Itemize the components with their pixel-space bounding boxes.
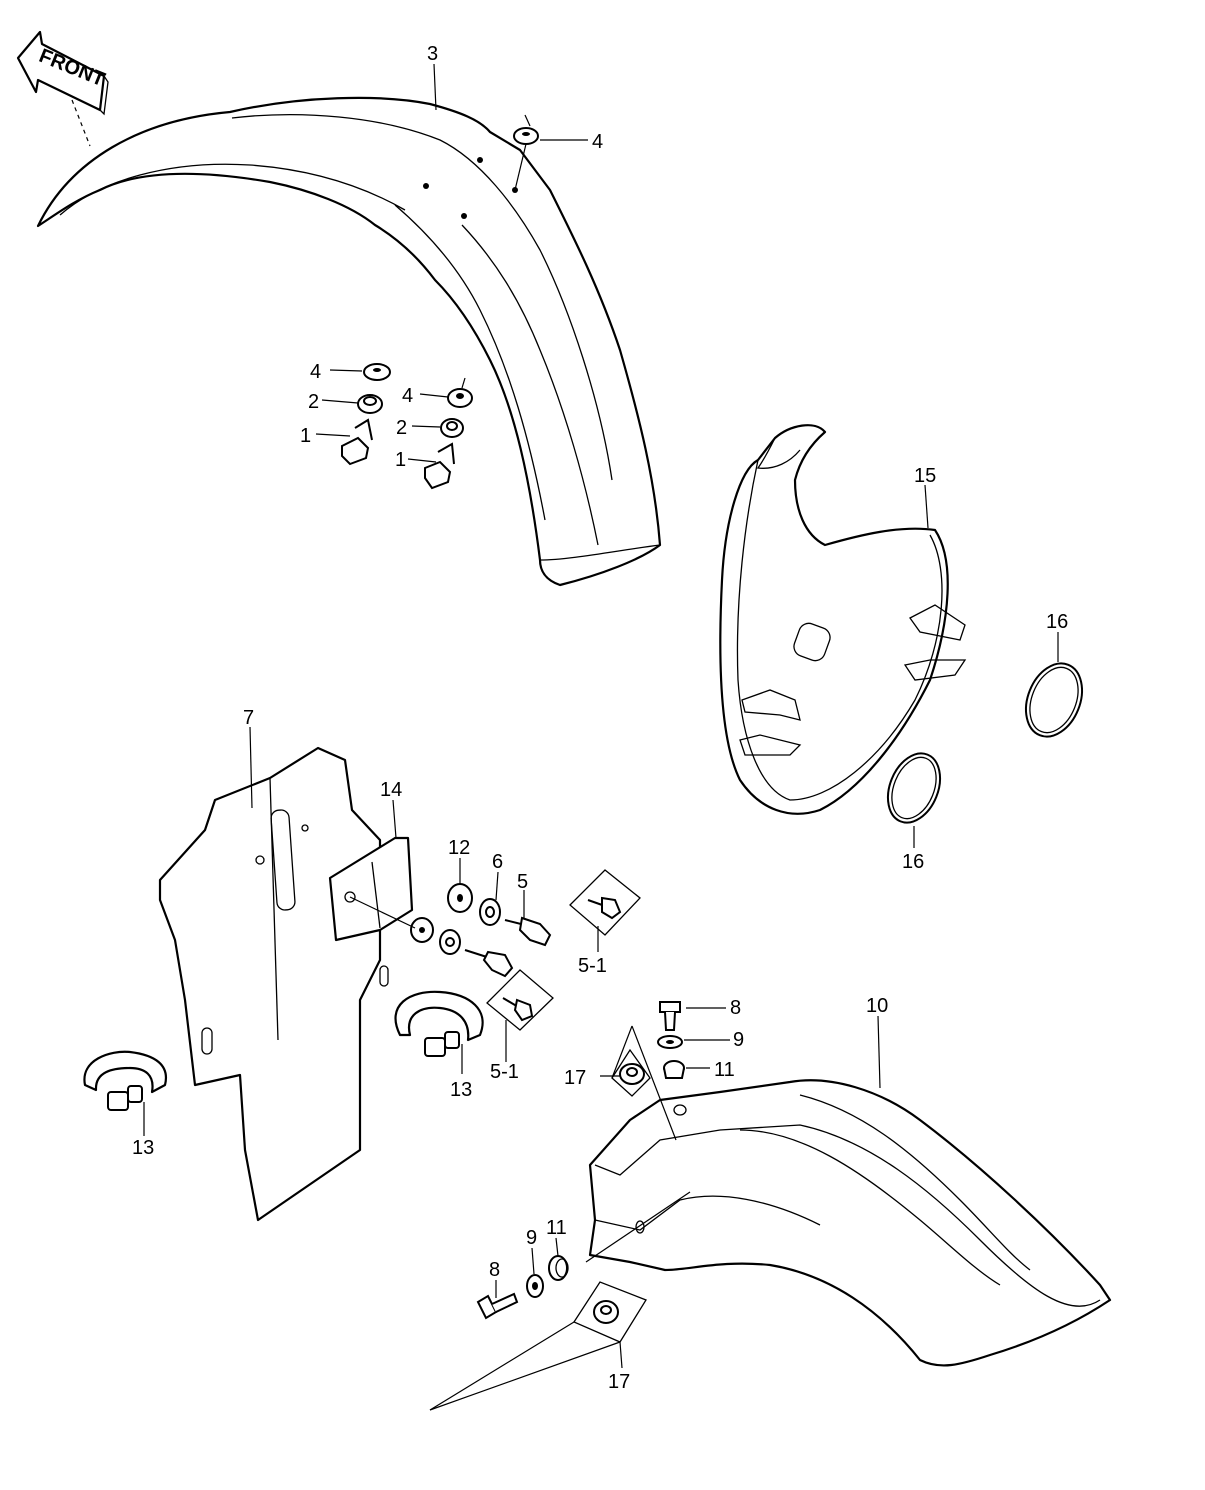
- clamp-lower: [83, 1050, 168, 1111]
- collar-11-lower: [548, 1255, 569, 1281]
- bolt-1-right: [424, 442, 455, 490]
- callout-5: 5: [517, 871, 528, 893]
- callout-9-lower: 9: [526, 1227, 537, 1249]
- washer-6: [479, 898, 501, 926]
- rear-fender: [588, 1079, 1112, 1367]
- nut-17-upper: [611, 1048, 651, 1097]
- ring-lower: [886, 752, 942, 824]
- bolt-5-1-lower: [486, 969, 554, 1031]
- callout-13-lower: 13: [132, 1137, 154, 1159]
- bolt-5-lower: [464, 949, 514, 978]
- bolt-8-lower: [476, 1292, 519, 1320]
- grommet-2-left: [357, 394, 383, 414]
- callout-13-upper: 13: [450, 1079, 472, 1101]
- ring-upper: [1025, 662, 1083, 738]
- callout-5-1-upper: 5-1: [578, 955, 607, 977]
- washer-6-lower: [439, 929, 461, 955]
- grommet-2-right: [440, 418, 464, 438]
- washer-4-right: [447, 388, 473, 408]
- washer-9-lower: [526, 1274, 544, 1298]
- washer-9-upper: [657, 1035, 683, 1049]
- callout-11-lower: 11: [546, 1217, 567, 1239]
- callout-7: 7: [243, 707, 254, 729]
- bolt-5-1-upper: [569, 869, 641, 936]
- callout-8-upper: 8: [730, 997, 741, 1019]
- callout-4-right: 4: [402, 385, 413, 407]
- bolt-5: [504, 916, 552, 947]
- callout-10: 10: [866, 995, 888, 1017]
- callout-14: 14: [380, 779, 402, 801]
- callout-5-1-lower: 5-1: [490, 1061, 519, 1083]
- callout-12: 12: [448, 837, 470, 859]
- callout-2-left: 2: [308, 391, 319, 413]
- callout-16-upper: 16: [1046, 611, 1068, 633]
- collar-11-upper: [663, 1060, 685, 1079]
- callout-17-upper: 17: [564, 1067, 586, 1089]
- callout-3: 3: [427, 43, 438, 65]
- callout-4-top: 4: [592, 131, 603, 153]
- callout-1-left: 1: [300, 425, 311, 447]
- washer-12-lower: [410, 917, 434, 943]
- front-fender: [36, 96, 662, 587]
- bolt-1-left: [341, 418, 373, 466]
- washer-12: [447, 883, 473, 913]
- front-arrow-icon: FRONT: [16, 30, 109, 147]
- bolt-8-upper: [659, 1001, 681, 1031]
- callout-1-right: 1: [395, 449, 406, 471]
- callouts: 3 4 4 4 2 2 1 1 15 16 16 7 14 12 6 5 5-1…: [132, 43, 1068, 1393]
- clamp-upper: [394, 990, 484, 1057]
- bracket: [328, 836, 414, 942]
- mud-flap: [158, 746, 389, 1222]
- washer-4-top: [513, 127, 539, 145]
- callout-4-left: 4: [310, 361, 321, 383]
- callout-2-right: 2: [396, 417, 407, 439]
- callout-9-upper: 9: [733, 1029, 744, 1051]
- callout-6: 6: [492, 851, 503, 873]
- nut-17-lower: [573, 1281, 647, 1343]
- callout-16-lower: 16: [902, 851, 924, 873]
- callout-17-lower: 17: [608, 1371, 630, 1393]
- washer-4-left: [363, 363, 391, 381]
- callout-15: 15: [914, 465, 936, 487]
- leader-lines: [143, 63, 1059, 1369]
- callout-11-upper: 11: [714, 1059, 735, 1081]
- number-plate: [719, 424, 967, 815]
- callout-8-lower: 8: [489, 1259, 500, 1281]
